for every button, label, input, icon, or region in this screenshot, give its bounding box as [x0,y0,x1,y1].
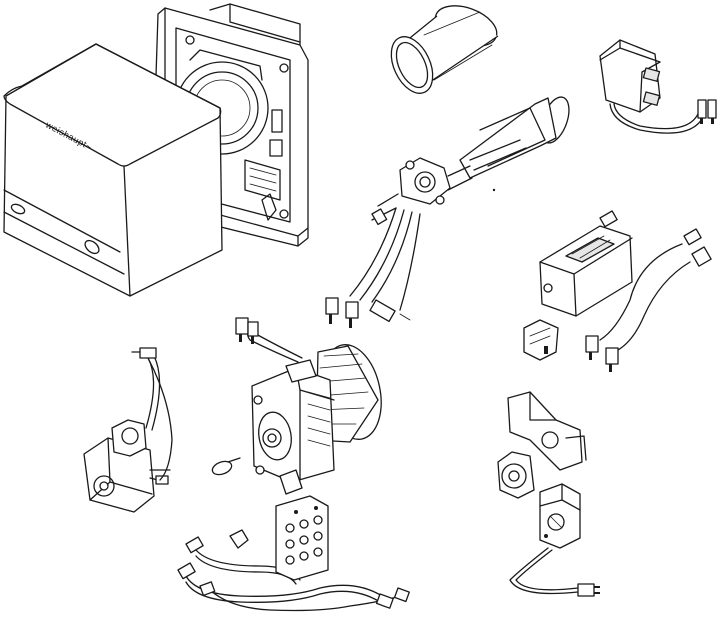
blast-tube [390,5,499,94]
air-damper-actuator [497,391,600,597]
fittings-kit [275,495,329,581]
burner-motor-fan [211,317,382,495]
burner-hood: ~weishaupt~ [3,43,223,297]
mixing-head-assembly [325,96,570,328]
control-unit [523,210,633,361]
oil-pump [83,347,173,513]
control-cable [585,228,712,372]
oil-hoses [177,529,410,612]
ignition-transformer [599,39,717,134]
